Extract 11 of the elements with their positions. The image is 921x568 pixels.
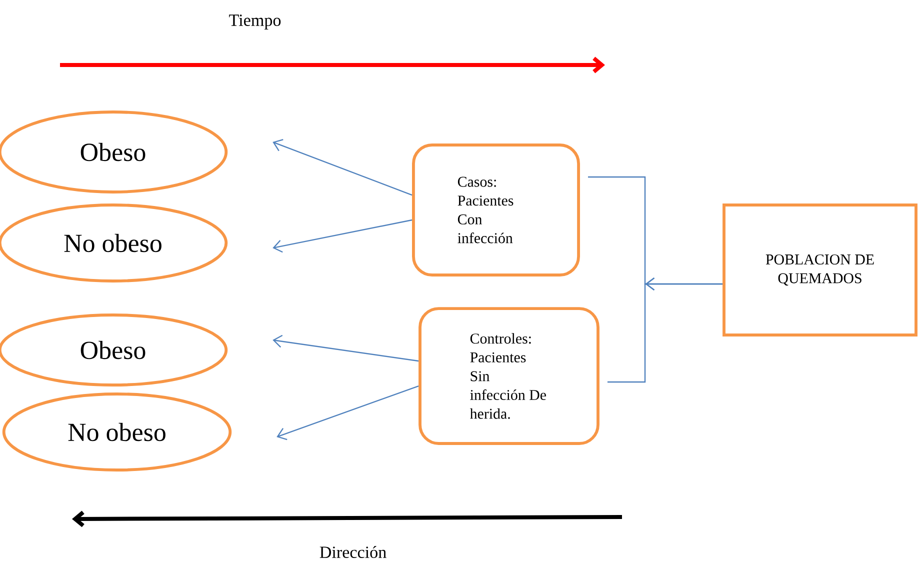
- arrow: [272, 219, 412, 253]
- arrow: [276, 385, 419, 440]
- arrow: [272, 139, 412, 196]
- bracket-connector: [607, 278, 723, 383]
- ellipse-node: No obeso: [2, 392, 232, 472]
- process-box: POBLACION DE QUEMADOS: [722, 204, 918, 336]
- axis-label: Tiempo: [229, 14, 281, 30]
- arrow: [272, 334, 419, 362]
- rounded-box: Controles: Pacientes Sin infección De herida.: [418, 307, 600, 445]
- rounded-box: Casos: Pacientes Con infección: [412, 144, 580, 276]
- axis-label: Dirección: [320, 546, 386, 558]
